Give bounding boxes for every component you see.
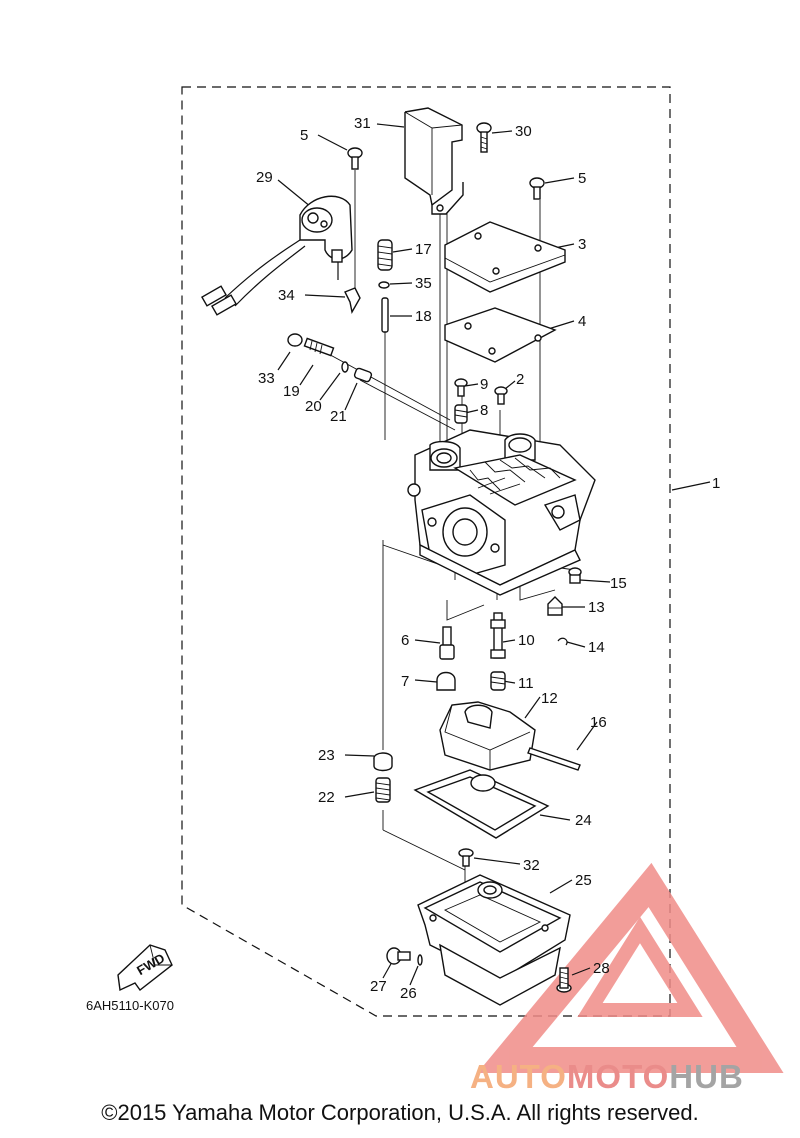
watermark-wordmark: AUTOMOTOHUB <box>470 1058 744 1096</box>
callout-29: 29 <box>256 169 273 186</box>
plate-part-3 <box>444 221 566 293</box>
callout-labels: 1 2 3 4 5 5 6 7 8 9 10 11 12 13 14 15 16… <box>256 115 720 1002</box>
callout-16: 16 <box>590 714 607 731</box>
spring-part-22 <box>375 777 391 803</box>
callout-18: 18 <box>415 308 432 325</box>
callout-30: 30 <box>515 123 532 140</box>
callout-34: 34 <box>278 287 295 304</box>
cap-part-33 <box>287 333 303 347</box>
callout-32: 32 <box>523 857 540 874</box>
copyright-notice: ©2015 Yamaha Motor Corporation, U.S.A. A… <box>101 1100 699 1125</box>
pin-part-16 <box>527 747 581 771</box>
screw-part-9 <box>454 378 468 397</box>
callout-19: 19 <box>283 383 300 400</box>
callout-15: 15 <box>610 575 627 592</box>
clip-part-34 <box>344 287 361 314</box>
diagram-code: 6AH5110-K070 <box>86 998 174 1013</box>
callout-5a: 5 <box>300 127 308 144</box>
oring-part-20 <box>341 361 349 373</box>
gasket-part-4 <box>444 307 557 363</box>
callout-10: 10 <box>518 632 535 649</box>
tube-part-10 <box>490 612 506 659</box>
jet-part-6 <box>439 626 455 660</box>
screw-part-19 <box>303 337 335 357</box>
screw-part-27 <box>386 947 411 965</box>
cap-part-7 <box>436 671 456 691</box>
spring-part-8 <box>454 404 468 424</box>
callout-22: 22 <box>318 789 335 806</box>
watermark-auto: AUTO <box>470 1058 567 1095</box>
callout-33: 33 <box>258 370 275 387</box>
watermark-moto: MOTO <box>566 1058 670 1095</box>
callout-7: 7 <box>401 673 409 690</box>
screw-part-32 <box>458 848 474 867</box>
callout-6: 6 <box>401 632 409 649</box>
callout-14: 14 <box>588 639 605 656</box>
callout-17: 17 <box>415 241 432 258</box>
screw-part-30 <box>476 122 492 153</box>
callout-25: 25 <box>575 872 592 889</box>
callout-9: 9 <box>480 376 488 393</box>
callout-27: 27 <box>370 978 387 995</box>
oring-part-35 <box>378 281 390 289</box>
callout-28: 28 <box>593 960 610 977</box>
callout-23: 23 <box>318 747 335 764</box>
washer-part-26 <box>417 954 423 966</box>
callout-3: 3 <box>578 236 586 253</box>
cap-part-23 <box>373 752 393 772</box>
gasket-part-24 <box>413 769 550 839</box>
screw-part-15 <box>568 567 582 584</box>
callout-2: 2 <box>516 371 524 388</box>
callout-8: 8 <box>480 402 488 419</box>
carburetor-exploded-diagram: FWD 6AH5110-K070 1 2 3 4 5 5 6 7 8 9 10 … <box>86 86 784 1073</box>
screw-part-5b <box>529 177 545 200</box>
callout-20: 20 <box>305 398 322 415</box>
screw-part-28 <box>556 967 572 993</box>
callout-12: 12 <box>541 690 558 707</box>
float-bowl-part-25 <box>417 874 571 1006</box>
watermark-hub: HUB <box>669 1058 744 1095</box>
spring-part-17 <box>377 239 393 271</box>
callout-5b: 5 <box>578 170 586 187</box>
callout-11: 11 <box>518 675 534 692</box>
jet-part-13 <box>547 596 563 616</box>
callout-1: 1 <box>712 475 720 492</box>
callout-31: 31 <box>354 115 371 132</box>
callout-26: 26 <box>400 985 417 1002</box>
fwd-arrow-icon: FWD <box>117 944 173 992</box>
solenoid-part-29 <box>201 195 353 316</box>
assembly-boundary <box>181 86 671 1017</box>
screw-part-2 <box>494 386 508 405</box>
callout-35: 35 <box>415 275 432 292</box>
clip-part-14 <box>557 637 568 646</box>
callout-24: 24 <box>575 812 592 829</box>
spring-part-11 <box>490 671 506 691</box>
float-part-12 <box>439 701 536 771</box>
callout-4: 4 <box>578 313 586 330</box>
callout-21: 21 <box>330 408 347 425</box>
pin-part-18 <box>381 297 389 333</box>
screw-part-5a <box>347 147 363 170</box>
spring-part-21 <box>353 367 373 383</box>
carburetor-body <box>407 429 596 596</box>
bracket-part-31 <box>404 107 464 215</box>
callout-13: 13 <box>588 599 605 616</box>
